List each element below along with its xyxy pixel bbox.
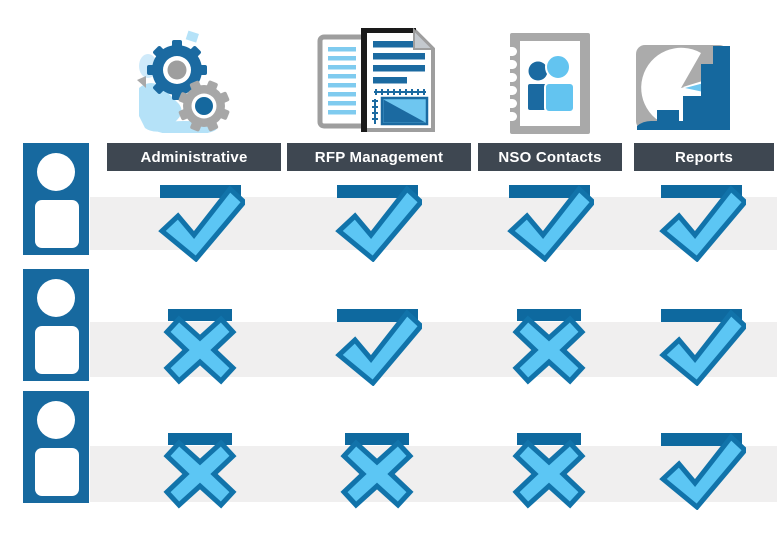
gears-icon — [137, 30, 232, 135]
person-icon — [23, 391, 89, 503]
cross-mark-icon — [155, 432, 245, 510]
column-header-label: RFP Management — [314, 148, 444, 166]
column-header-reports: Reports — [634, 143, 774, 171]
pie-chart-icon — [633, 34, 741, 134]
column-header-administrative: Administrative — [107, 143, 281, 171]
check-mark-icon — [155, 184, 245, 262]
cross-mark-icon — [332, 432, 422, 510]
check-mark-icon — [656, 308, 746, 386]
cross-mark-icon — [504, 308, 594, 386]
address-book-icon — [498, 31, 593, 136]
column-header-label: Administrative — [140, 148, 248, 166]
check-mark-icon — [656, 184, 746, 262]
cross-mark-icon — [504, 432, 594, 510]
column-header-rfp-management: RFP Management — [287, 143, 471, 171]
person-icon — [23, 269, 89, 381]
check-mark-icon — [504, 184, 594, 262]
column-header-label: Reports — [674, 148, 734, 166]
cross-mark-icon — [155, 308, 245, 386]
check-mark-icon — [332, 308, 422, 386]
column-header-nso-contacts: NSO Contacts — [478, 143, 622, 171]
person-icon — [23, 143, 89, 255]
check-mark-icon — [332, 184, 422, 262]
documents-icon — [317, 27, 436, 132]
check-mark-icon — [656, 432, 746, 510]
column-header-label: NSO Contacts — [498, 148, 602, 166]
